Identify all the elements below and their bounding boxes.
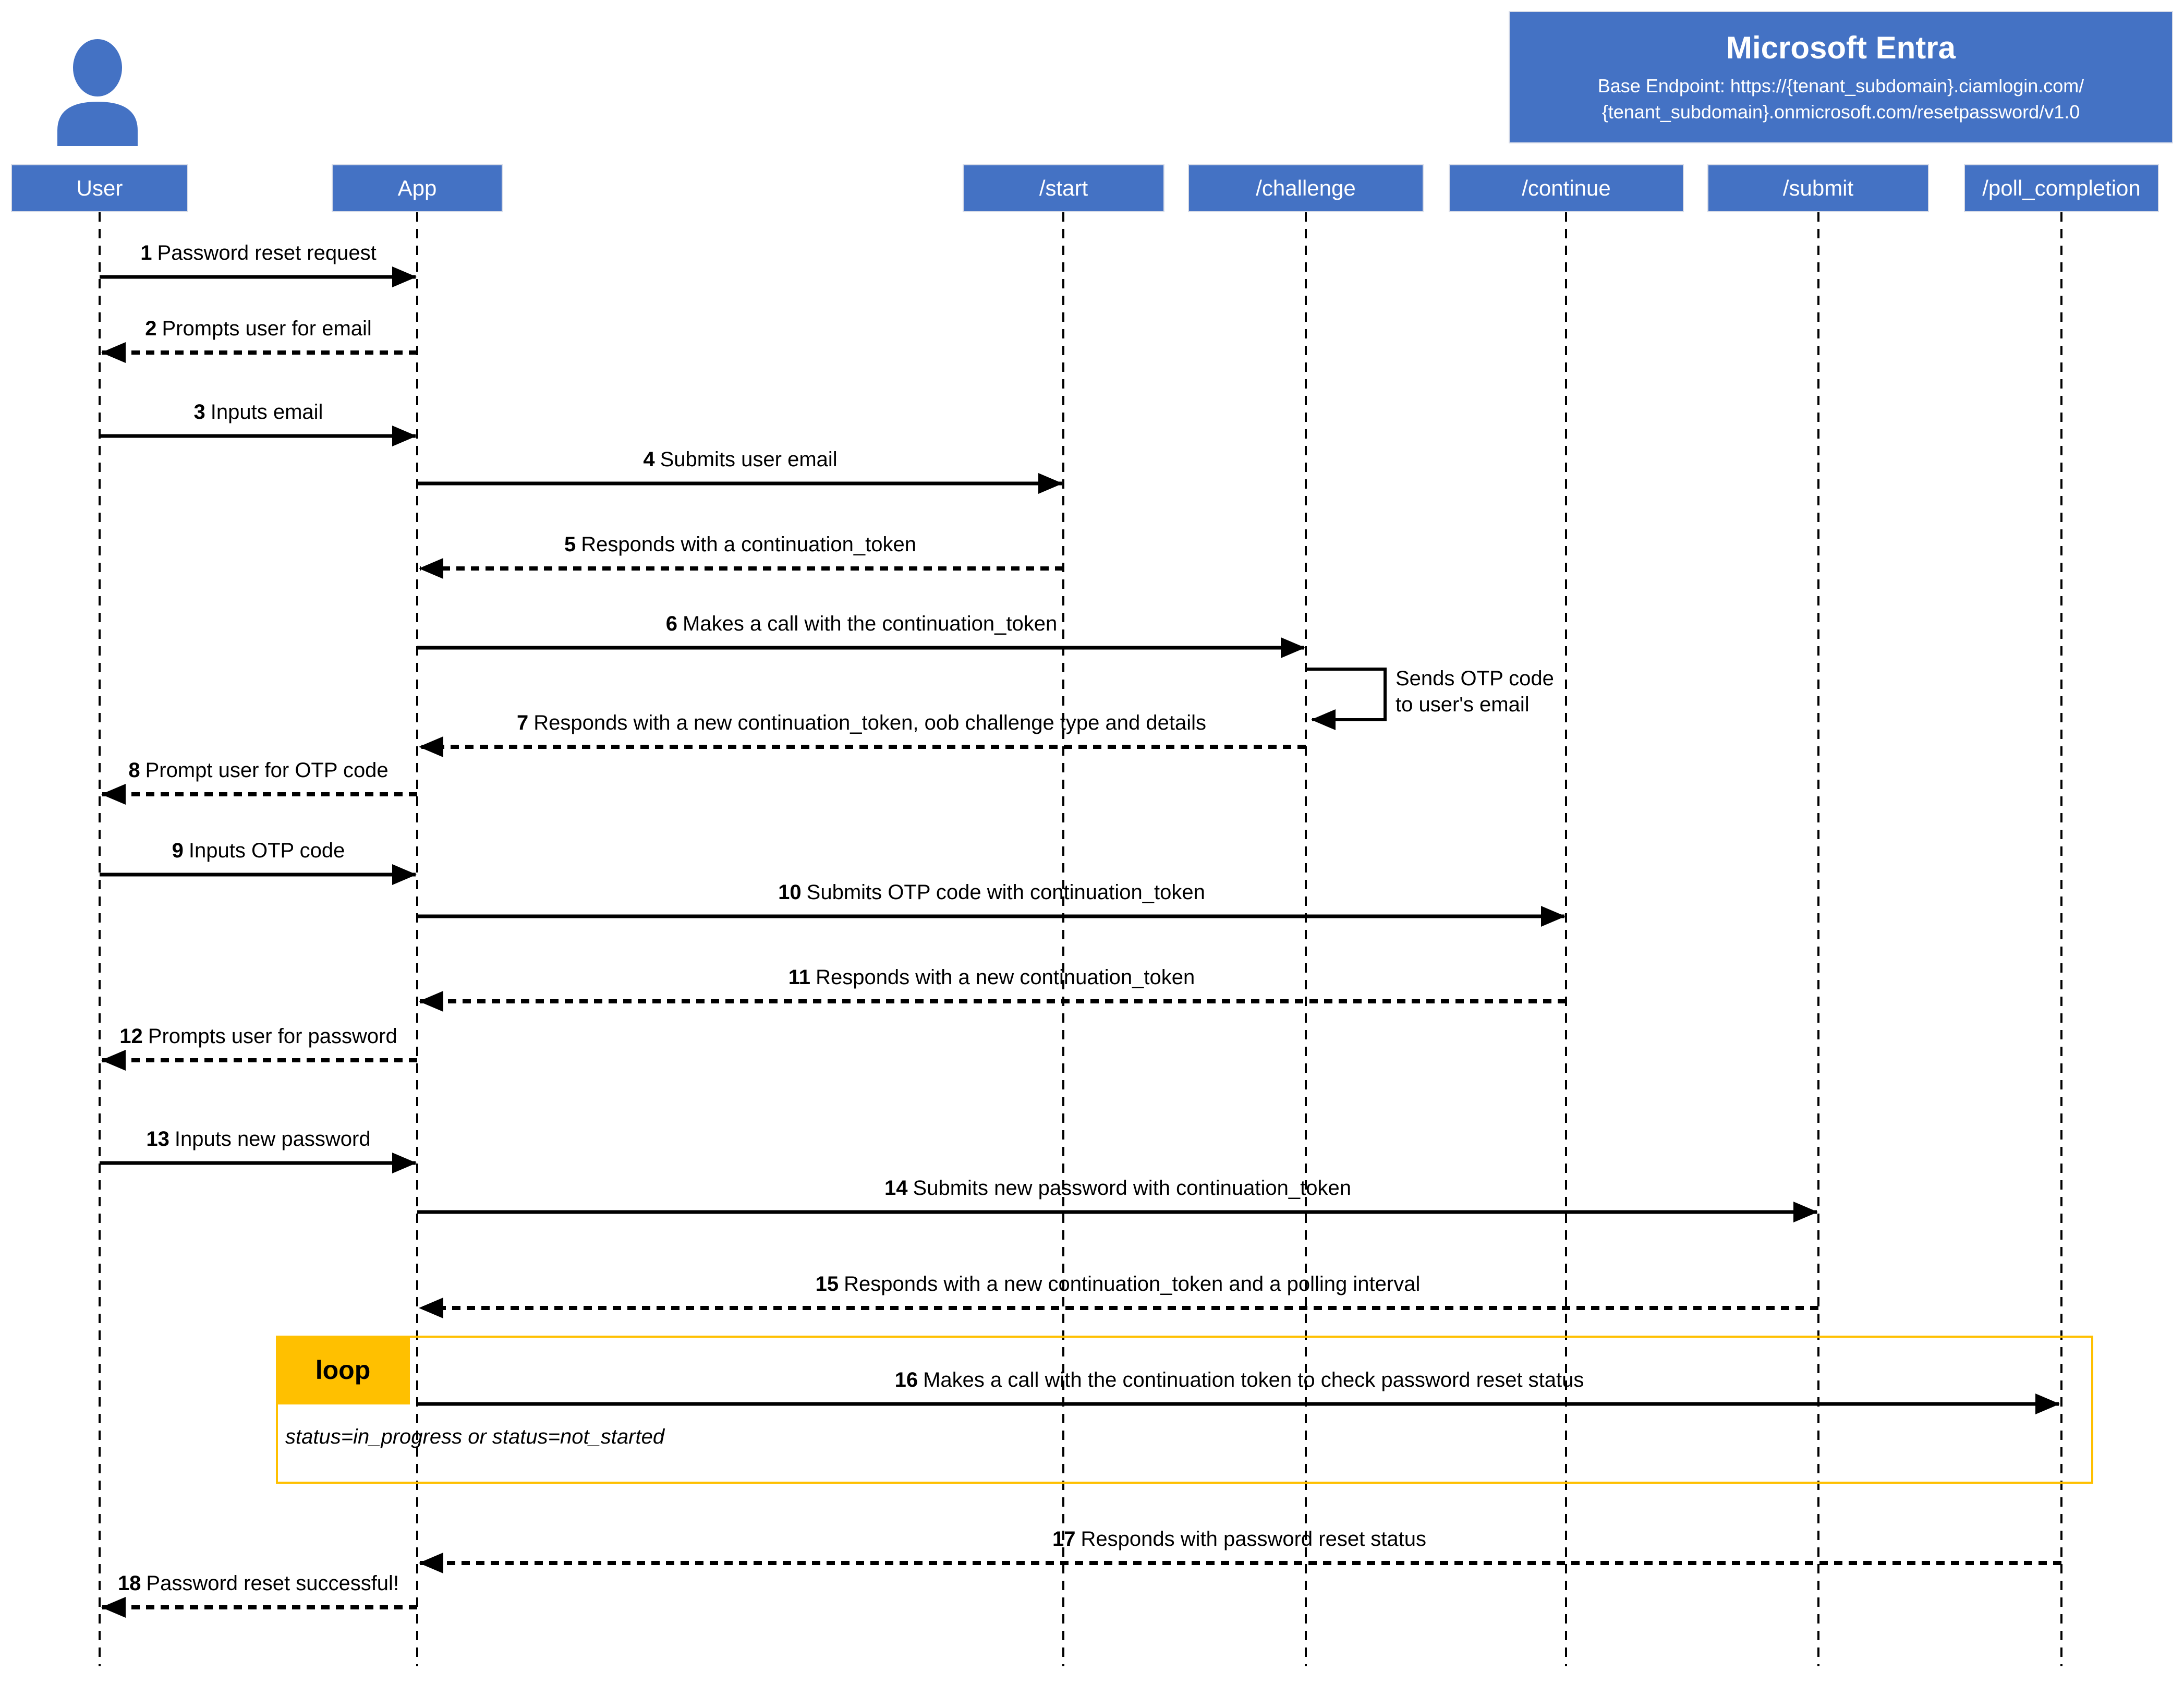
actor-label-app: App (397, 176, 437, 200)
actor-box-submit: /submit (1707, 164, 1929, 212)
user-person-icon (57, 39, 138, 146)
self-message-note: Sends OTP code to user's email (1396, 665, 1554, 718)
loop-label: loop (276, 1336, 410, 1404)
actor-box-user: User (11, 164, 188, 212)
self-message-note-line2: to user's email (1396, 693, 1530, 716)
actor-label-challenge: /challenge (1256, 176, 1356, 200)
actor-box-poll-completion: /poll_completion (1964, 164, 2159, 212)
actor-label-user: User (76, 176, 123, 200)
entra-endpoint-line2: {tenant_subdomain}.onmicrosoft.com/reset… (1601, 101, 2080, 123)
entra-header-box: Microsoft Entra Base Endpoint: https://{… (1509, 11, 2173, 143)
actor-box-app: App (332, 164, 503, 212)
self-message-arrow (1307, 668, 1387, 730)
actor-label-continue: /continue (1522, 176, 1611, 200)
actor-label-start: /start (1039, 176, 1088, 200)
actor-box-continue: /continue (1449, 164, 1684, 212)
self-message-note-line1: Sends OTP code (1396, 667, 1554, 690)
entra-title: Microsoft Entra (1726, 30, 1956, 65)
actor-label-poll-completion: /poll_completion (1982, 176, 2141, 200)
actor-label-submit: /submit (1782, 176, 1854, 200)
entra-endpoint-line1: Base Endpoint: https://{tenant_subdomain… (1597, 75, 2084, 96)
loop-fragment-box: loop status=in_progress or status=not_st… (276, 1336, 2093, 1484)
actor-box-start: /start (963, 164, 1164, 212)
loop-condition: status=in_progress or status=not_started (285, 1425, 665, 1448)
actor-box-challenge: /challenge (1188, 164, 1424, 212)
